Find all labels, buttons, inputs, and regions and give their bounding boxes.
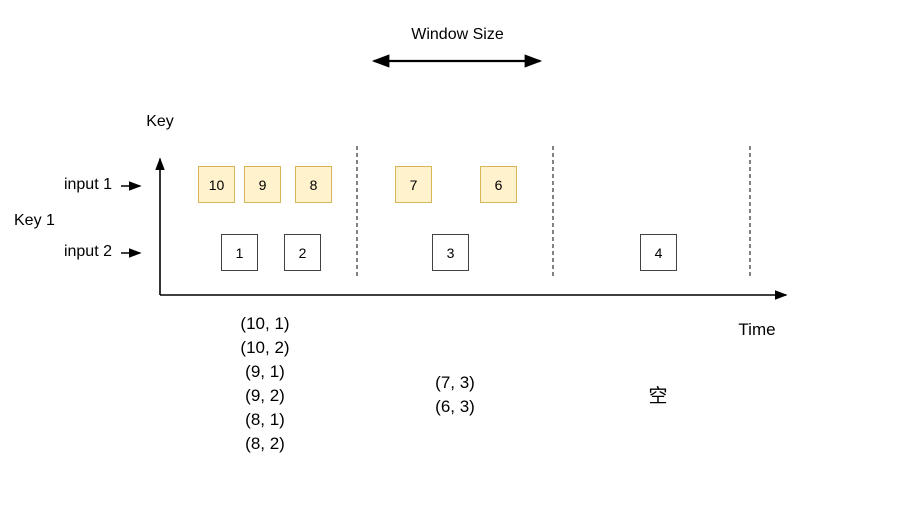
x-axis-title: Time	[738, 320, 776, 339]
event-box-input2-3: 3	[432, 234, 469, 271]
result-pair: (8, 2)	[245, 434, 285, 453]
event-box-input2-4: 4	[640, 234, 677, 271]
window3-empty-result: 空	[648, 386, 668, 407]
input2-row-label: input 2	[63, 243, 112, 260]
event-box-input1-8: 8	[295, 166, 332, 203]
result-pair: (6, 3)	[435, 397, 475, 416]
input1-row-label: input 1	[63, 176, 112, 193]
event-box-input1-6: 6	[480, 166, 517, 203]
event-box-input1-10: 10	[198, 166, 235, 203]
event-box-input1-7: 7	[395, 166, 432, 203]
window1-results: (10, 1) (10, 2) (9, 1) (9, 2) (8, 1) (8,…	[200, 312, 330, 456]
event-box-input2-1: 1	[221, 234, 258, 271]
event-box-input1-9: 9	[244, 166, 281, 203]
y-axis-title: Key	[146, 113, 174, 130]
result-pair: (7, 3)	[435, 373, 475, 392]
result-pair: (9, 1)	[245, 362, 285, 381]
result-pair: (10, 1)	[240, 314, 290, 333]
window-size-label: Window Size	[411, 26, 504, 43]
window2-results: (7, 3) (6, 3)	[390, 371, 520, 419]
result-pair: (9, 2)	[245, 386, 285, 405]
result-pair: (10, 2)	[240, 338, 290, 357]
key1-label: Key 1	[14, 212, 55, 229]
result-pair: (8, 1)	[245, 410, 285, 429]
event-box-input2-2: 2	[284, 234, 321, 271]
